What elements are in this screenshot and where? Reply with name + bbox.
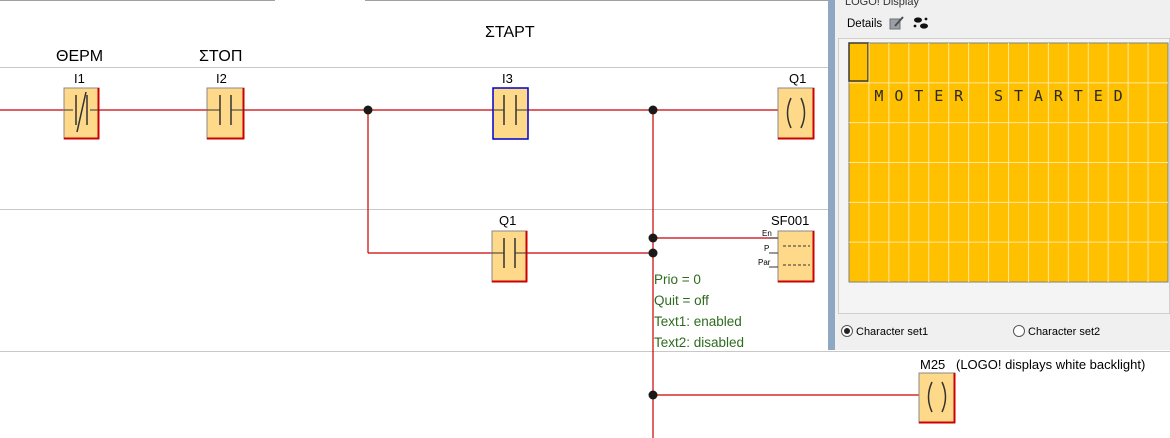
radio-unselected-icon[interactable] (1013, 325, 1025, 337)
junction-dot (648, 105, 658, 115)
sf001-param-text1: Text1: enabled (654, 314, 742, 329)
radio-selected-icon[interactable] (841, 325, 853, 337)
sf001-pin-p: P (764, 244, 770, 253)
coil-q1-block[interactable] (777, 87, 815, 140)
junction-dot (648, 248, 658, 258)
m25-label: M25 (920, 357, 946, 372)
label-stop: ΣΤΟΠ (199, 48, 243, 65)
contact-q1-block[interactable] (491, 230, 528, 283)
i1-label: I1 (74, 71, 85, 86)
contact-i1-block[interactable] (63, 87, 100, 140)
details-label: Details (847, 18, 883, 30)
lcd-frame (838, 38, 1170, 314)
sf001-param-quit: Quit = off (654, 293, 709, 308)
junction-dots (363, 105, 658, 400)
charset2-radio[interactable]: Character set2 (1013, 325, 1100, 338)
sf001-pin-par: Par (758, 258, 771, 267)
charset1-radio[interactable]: Character set1 (841, 325, 928, 338)
charset2-label: Character set2 (1028, 326, 1101, 338)
label-start: ΣΤΑΡΤ (485, 24, 535, 41)
sf001-param-prio: Prio = 0 (654, 272, 701, 287)
sf001-block[interactable] (769, 230, 815, 283)
m25-note: (LOGO! displays white backlight) (956, 357, 1146, 372)
contact-i2-block[interactable] (206, 87, 245, 140)
edit-icon[interactable] (889, 16, 905, 30)
i3-label: I3 (502, 71, 513, 86)
details-toolbar: Details (847, 16, 930, 30)
contact-i3-block[interactable] (492, 87, 529, 140)
junction-dot (648, 390, 658, 400)
q1-contact-label: Q1 (499, 213, 517, 228)
label-therm: ΘΕΡΜ (56, 48, 104, 65)
logo-display-title: LOGO! Display (845, 0, 919, 8)
sf001-pin-en: En (762, 229, 772, 238)
q1-coil-label: Q1 (789, 71, 807, 86)
sf001-label: SF001 (771, 213, 810, 228)
i2-label: I2 (216, 71, 227, 86)
footprint-icon[interactable] (912, 16, 930, 30)
junction-dot (648, 233, 658, 243)
sf001-param-text2: Text2: disabled (654, 335, 745, 350)
charset1-label: Character set1 (856, 326, 929, 338)
junction-dot (363, 105, 373, 115)
coil-m25-block[interactable] (918, 372, 956, 424)
